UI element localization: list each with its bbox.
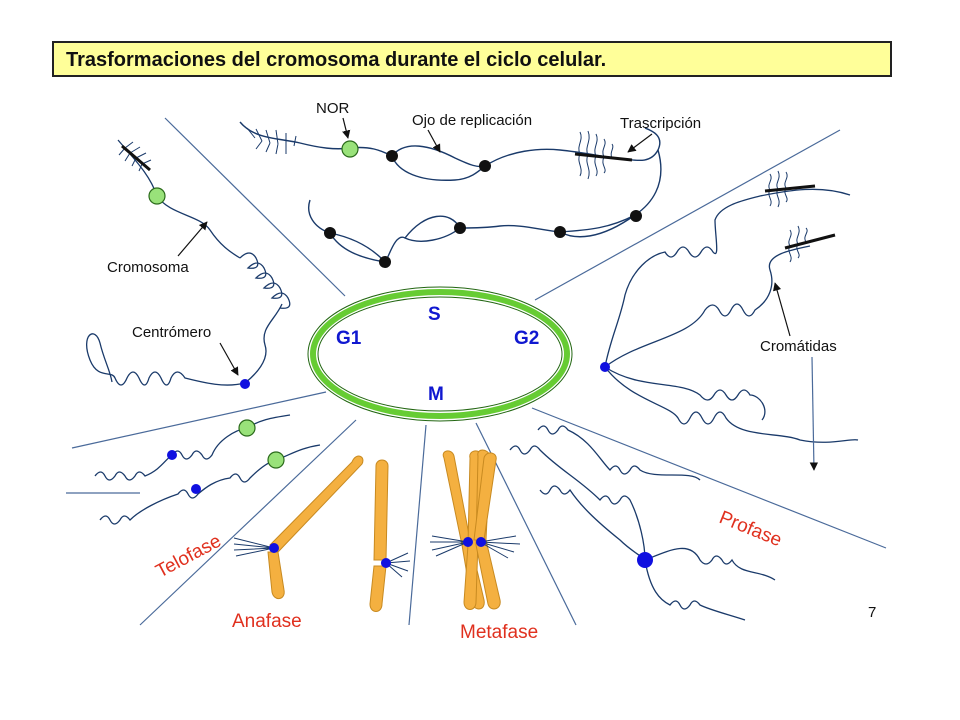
metaphase-centromere: [476, 537, 486, 547]
chromosome-label: Cromosoma: [107, 259, 189, 276]
replication-fork-dot: [479, 160, 491, 172]
g2-centromere: [600, 362, 610, 372]
anaphase-chromatid: [267, 551, 285, 599]
telophase-centromere: [167, 450, 177, 460]
sector-line-se: [531, 407, 887, 549]
replication-fork-dot: [324, 227, 336, 239]
replication-fork-dot: [379, 256, 391, 268]
sector-line-w: [71, 391, 327, 449]
g2-chromatids: [604, 188, 859, 443]
replication-forks: [324, 150, 642, 268]
anaphase-label: Anafase: [232, 611, 302, 632]
s-phase-chromatin: [239, 121, 662, 263]
telophase-nor-node: [267, 451, 285, 469]
replication-fork-dot: [454, 222, 466, 234]
sector-line-sw: [139, 419, 357, 626]
metaphase-spindle: [430, 535, 521, 559]
cycle-ring: [310, 289, 570, 419]
nor-label: NOR: [316, 100, 350, 117]
anaphase-chromatid: [369, 565, 387, 612]
anaphase-spindle: [233, 537, 411, 578]
transcription-label: Trascripción: [620, 115, 701, 132]
metaphase-chromatid: [473, 452, 497, 541]
replication-fork-dot: [554, 226, 566, 238]
g1-transcription: [118, 141, 152, 172]
diagram-title: Trasformaciones del cromosoma durante el…: [52, 41, 892, 77]
replication-eye-label: Ojo de replicación: [412, 112, 532, 129]
g1-centromere: [240, 379, 250, 389]
prophase-chromosome: [509, 425, 776, 621]
prophase-label: Profase: [716, 507, 785, 551]
s-phase-transcription-left: [246, 127, 297, 155]
cycle-s-label: S: [428, 304, 441, 325]
anaphase-chromatid: [269, 455, 364, 553]
anaphase-chromosomes: [267, 455, 389, 612]
anaphase-centromere: [269, 543, 279, 553]
cycle-g2-label: G2: [514, 328, 539, 349]
telophase-label: Telofase: [152, 531, 224, 583]
metaphase-chromosomes: [442, 449, 501, 610]
sector-line-s1: [408, 424, 427, 626]
centromere-label: Centrómero: [132, 324, 211, 341]
s-phase-transcription-right: [574, 130, 633, 180]
metaphase-centromere: [463, 537, 473, 547]
cycle-g1-label: G1: [336, 328, 362, 349]
replication-fork-dot: [386, 150, 398, 162]
anaphase-centromere: [381, 558, 391, 568]
anaphase-chromatid: [373, 459, 389, 561]
g1-nor-node: [148, 187, 166, 205]
sector-line-ne: [534, 129, 841, 301]
telophase-centromere: [191, 484, 201, 494]
telophase-chromosomes: [94, 414, 321, 525]
sector-line-nw: [164, 117, 346, 297]
g2-transcription: [764, 170, 836, 263]
prophase-centromere: [637, 552, 653, 568]
cycle-m-label: M: [428, 384, 444, 405]
page-number: 7: [868, 604, 877, 621]
replication-fork-dot: [630, 210, 642, 222]
telophase-nor-node: [238, 419, 256, 437]
metaphase-label: Metafase: [460, 622, 538, 643]
chromatids-label: Cromátidas: [760, 338, 837, 355]
nor-node: [341, 140, 359, 158]
